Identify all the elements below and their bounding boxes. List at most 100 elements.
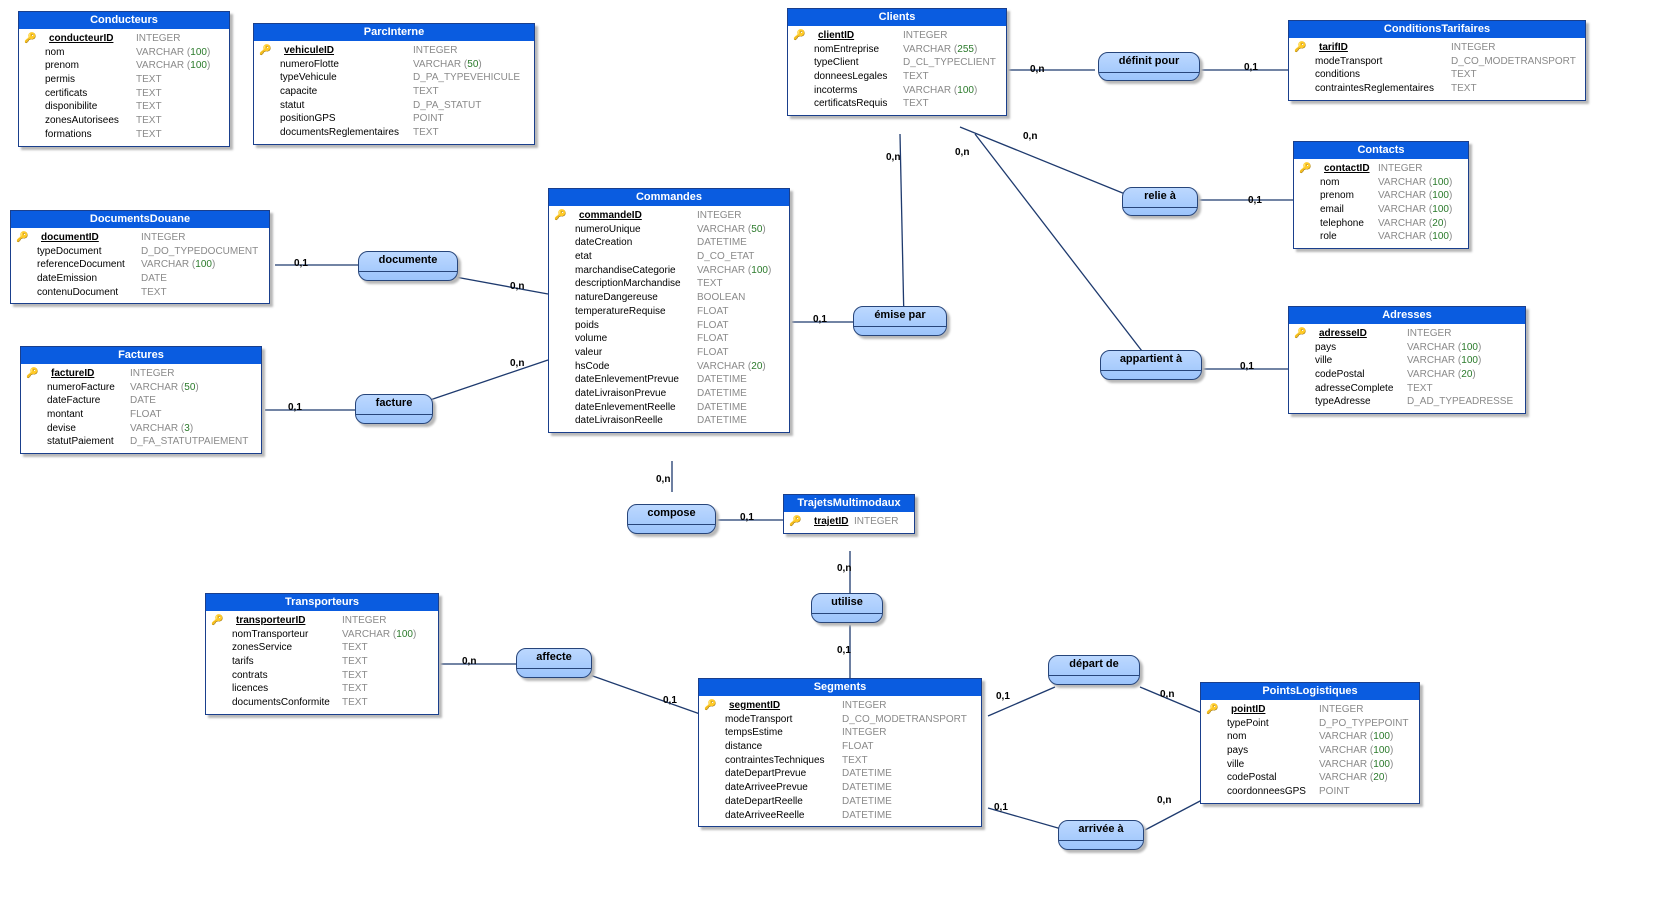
attribute-name: dateDepartPrevue: [725, 768, 807, 780]
attribute-name: dateEnlevementPrevue: [575, 374, 679, 386]
assoc-compose[interactable]: compose: [627, 504, 716, 534]
attribute-name: valeur: [575, 346, 603, 358]
attribute-name: certificats: [45, 87, 88, 99]
attribute-type: INTEGER: [136, 33, 181, 44]
attribute-type: VARCHAR (20): [1407, 369, 1476, 381]
link-clients-relie: [959, 126, 1131, 197]
assoc-arrivee-a[interactable]: arrivée à: [1058, 820, 1144, 850]
attribute-type: FLOAT: [697, 319, 729, 331]
attribute-name: documentsReglementaires: [280, 127, 399, 139]
attribute-name: typeDocument: [37, 245, 102, 257]
attribute-name: numeroFacture: [47, 381, 115, 393]
assoc-facture[interactable]: facture: [355, 394, 433, 424]
attribute-name: dateLivraisonReelle: [575, 415, 663, 427]
attribute-type: VARCHAR (20): [1319, 772, 1388, 784]
attribute-type: D_PA_STATUT: [413, 99, 482, 111]
assoc-utilise[interactable]: utilise: [811, 593, 883, 623]
entity-title: Commandes: [549, 189, 789, 206]
attribute-name: zonesService: [232, 642, 293, 654]
attribute-type: TEXT: [697, 278, 723, 290]
attribute-name: pays: [1315, 341, 1337, 353]
attribute-type: POINT: [413, 113, 444, 125]
cardinality-label: 0,1: [288, 402, 302, 413]
key-icon: 🔑: [1299, 163, 1312, 174]
key-icon: 🔑: [793, 30, 806, 41]
attribute-name: adresseID: [1319, 328, 1367, 339]
attribute-name: role: [1320, 231, 1337, 243]
entity-title: Contacts: [1294, 142, 1468, 159]
attribute-type: TEXT: [342, 656, 368, 668]
attribute-type: VARCHAR (100): [141, 259, 216, 271]
link-clients-emise: [899, 133, 905, 323]
attribute-type: VARCHAR (100): [136, 46, 211, 58]
attribute-name: licences: [232, 683, 269, 695]
assoc-appartient-a[interactable]: appartient à: [1100, 350, 1202, 380]
assoc-documente[interactable]: documente: [358, 251, 458, 281]
cardinality-label: 0,n: [1160, 689, 1175, 700]
attribute-name: trajetID: [814, 516, 849, 527]
attribute-name: typeVehicule: [280, 72, 337, 84]
cardinality-label: 0,1: [994, 802, 1008, 813]
attribute-name: capacite: [280, 86, 318, 98]
assoc-definit-pour[interactable]: définit pour: [1098, 52, 1200, 81]
attribute-name: zonesAutorisees: [45, 115, 119, 127]
attribute-type: DATE: [130, 395, 156, 407]
link-arrivee-points: [1144, 799, 1203, 831]
assoc-affecte[interactable]: affecte: [516, 648, 592, 678]
key-icon: 🔑: [704, 700, 717, 711]
attribute-name: descriptionMarchandise: [575, 278, 681, 290]
assoc-depart-de[interactable]: départ de: [1048, 655, 1140, 685]
cardinality-label: 0,n: [1023, 131, 1038, 142]
assoc-relie-a[interactable]: relie à: [1122, 187, 1198, 216]
attribute-name: contrats: [232, 669, 268, 681]
attribute-type: TEXT: [136, 87, 162, 99]
attribute-type: VARCHAR (100): [903, 84, 978, 96]
assoc-emise-par[interactable]: émise par: [853, 306, 947, 336]
cardinality-label: 0,n: [955, 147, 970, 158]
attribute-type: DATETIME: [842, 795, 892, 807]
attribute-type: D_CO_ETAT: [697, 251, 755, 263]
attribute-name: nom: [1320, 176, 1340, 188]
attribute-type: INTEGER: [1407, 328, 1452, 339]
attribute-type: D_DO_TYPEDOCUMENT: [141, 245, 259, 257]
attribute-name: coordonneesGPS: [1227, 786, 1306, 798]
